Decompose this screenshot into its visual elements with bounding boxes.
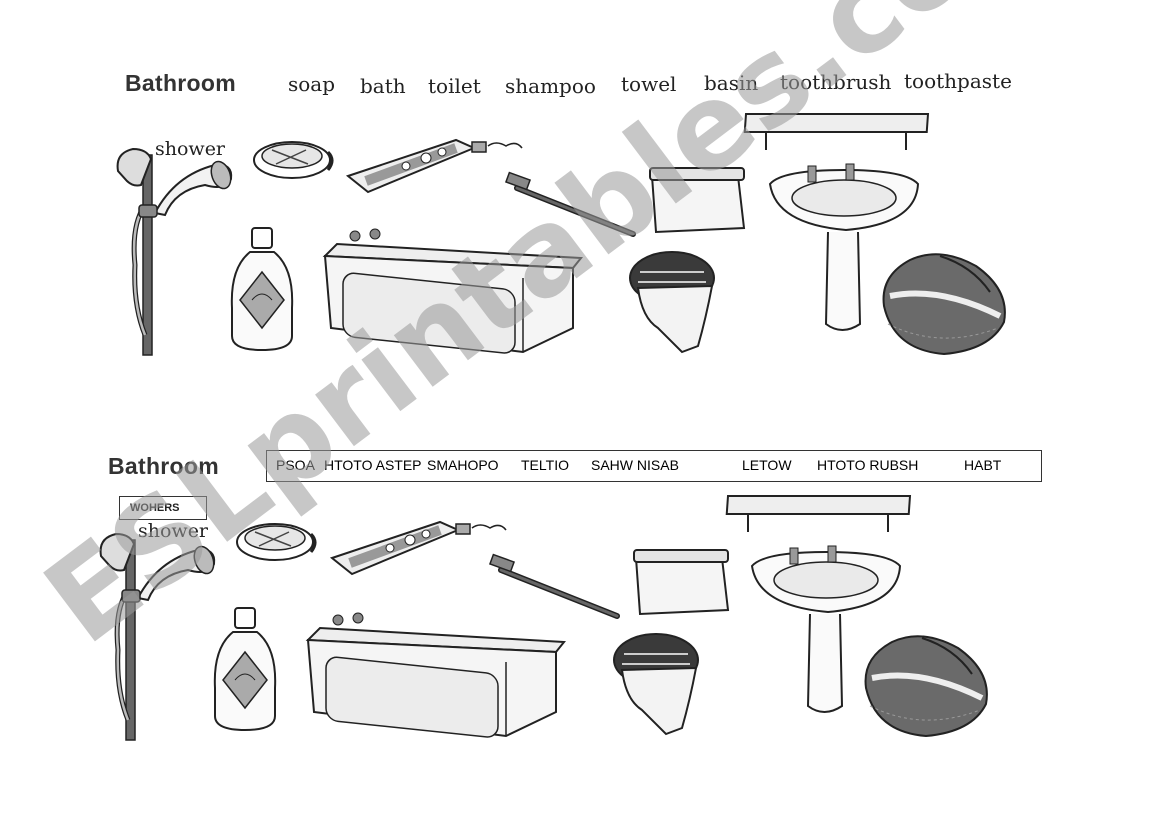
scrambled-word-5: SAHW NISAB (591, 457, 679, 473)
soap-illustration-bottom (235, 522, 317, 562)
word-toothbrush: toothbrush (780, 70, 892, 94)
soap-illustration-top (252, 140, 334, 180)
towel-illustration-top (884, 254, 1005, 354)
shampoo-illustration-bottom (213, 607, 277, 731)
scrambled-word-6: LETOW (742, 457, 792, 473)
scrambled-word-2: HTOTO ASTEP (324, 457, 422, 473)
bottom-heading: Bathroom (108, 453, 220, 479)
scrambled-words-box: PSOA HTOTO ASTEP SMAHOPO TELTIO SAHW NIS… (266, 450, 1042, 482)
toothbrush-illustration-bottom (490, 555, 617, 616)
word-shampoo: shampoo (505, 74, 596, 98)
toothpaste-illustration-bottom (332, 522, 506, 574)
scrambled-word-1: PSOA (276, 457, 315, 473)
word-toilet: toilet (428, 74, 481, 98)
scrambled-word-3: SMAHOPO (427, 457, 499, 473)
toothpaste-illustration-top (348, 140, 522, 192)
bath-illustration-bottom (307, 612, 565, 740)
toilet-illustration-top (629, 167, 745, 353)
toothbrush-illustration-top (506, 173, 633, 234)
top-heading: Bathroom (125, 70, 237, 96)
scrambled-word-8: HABT (964, 457, 1002, 473)
scrambled-word-7: HTOTO RUBSH (817, 457, 919, 473)
top-shower-label: shower (155, 138, 226, 160)
shower-illustration-bottom (101, 534, 218, 740)
scrambled-shower-word: WOHERS (130, 502, 180, 514)
word-towel: towel (621, 72, 677, 96)
toilet-illustration-bottom (613, 549, 729, 735)
scrambled-word-4: TELTIO (521, 457, 569, 473)
towel-illustration-bottom (866, 636, 987, 736)
shampoo-illustration-top (230, 227, 294, 351)
bath-illustration-top (324, 228, 582, 356)
word-soap: soap (288, 72, 336, 96)
word-bath: bath (360, 74, 406, 98)
word-basin: basin (704, 71, 759, 95)
shower-illustration-top (118, 149, 235, 355)
scrambled-shower-box: WOHERS (119, 496, 207, 520)
bottom-shower-label: shower (138, 520, 209, 542)
word-toothpaste: toothpaste (904, 69, 1012, 93)
